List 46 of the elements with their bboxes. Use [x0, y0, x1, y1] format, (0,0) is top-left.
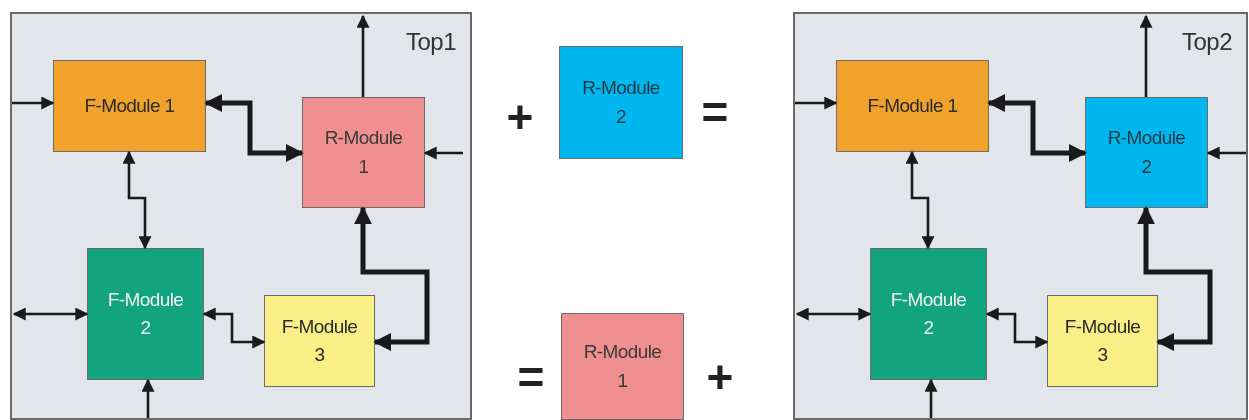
container-box [793, 12, 1248, 420]
module-box [561, 313, 684, 420]
arrow [905, 150, 935, 250]
arrow [987, 94, 1087, 162]
arrow [924, 378, 938, 418]
container-label: Top2 [1181, 28, 1232, 56]
container-label: Top1 [405, 28, 456, 56]
operator-symbol: + [706, 354, 734, 400]
arrow [202, 307, 266, 349]
container-box [10, 12, 472, 420]
arrow [354, 206, 430, 351]
operator-symbol: + [506, 94, 534, 140]
arrow [141, 378, 155, 418]
module-label: R-Module 2 [581, 76, 661, 129]
module-box [559, 46, 683, 159]
arrow [122, 150, 152, 250]
arrow [985, 307, 1049, 349]
arrow [795, 96, 838, 110]
arrow [795, 307, 872, 321]
arrow [204, 94, 304, 162]
arrow [12, 96, 55, 110]
module-label: F-Module 2 [889, 287, 968, 340]
module-label: R-Module 1 [582, 340, 663, 393]
module-box [1047, 295, 1158, 387]
arrow [1137, 206, 1213, 351]
arrow [1139, 14, 1153, 97]
module-label: R-Module 1 [323, 126, 404, 179]
operator-symbol: = [517, 354, 545, 400]
module-box [264, 295, 375, 387]
arrow [1206, 146, 1246, 160]
arrow [12, 307, 89, 321]
module-box [1085, 97, 1208, 208]
module-box [87, 248, 204, 380]
arrow [356, 14, 370, 97]
module-label: F-Module 3 [1063, 314, 1142, 367]
module-label: F-Module 1 [84, 93, 175, 118]
operator-symbol: = [701, 89, 729, 135]
module-box [53, 60, 206, 152]
module-box [870, 248, 987, 380]
module-label: F-Module 1 [867, 93, 958, 118]
module-label: F-Module 2 [106, 287, 185, 340]
module-box [302, 97, 425, 208]
module-label: R-Module 2 [1106, 126, 1187, 179]
module-label: F-Module 3 [280, 314, 359, 367]
arrow [423, 146, 463, 160]
module-box [836, 60, 989, 152]
